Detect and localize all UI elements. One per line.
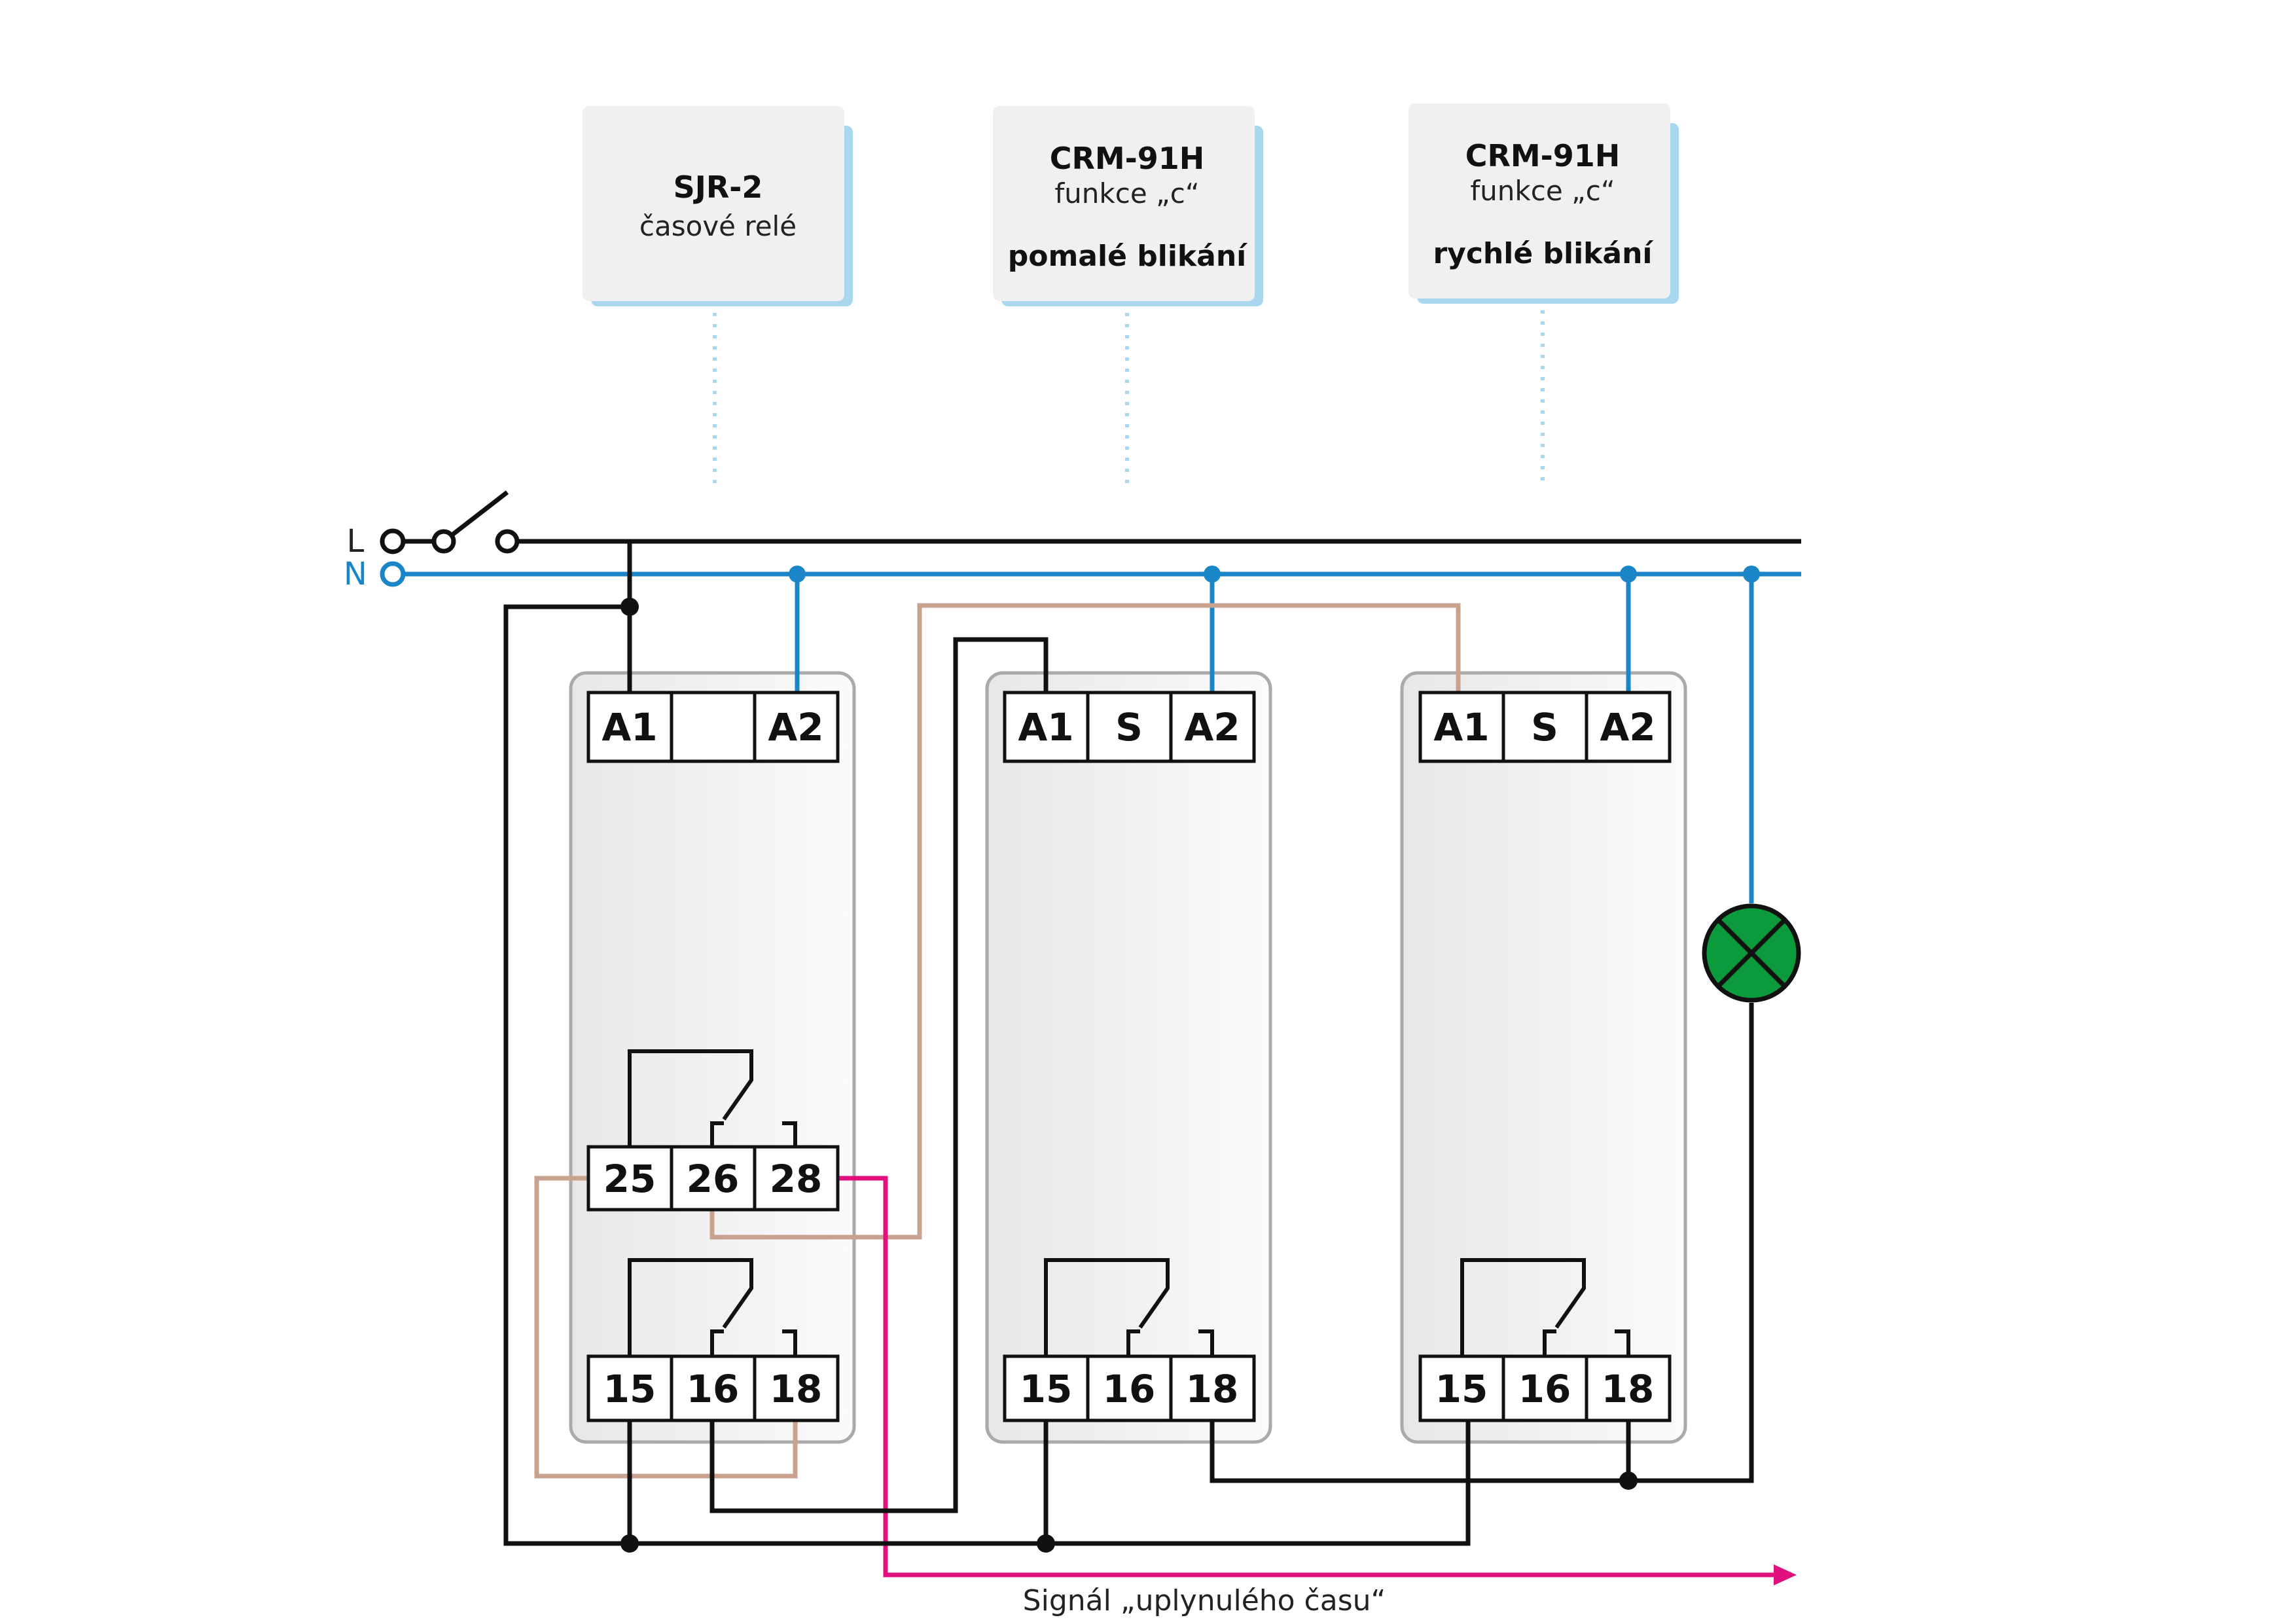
r2-top-label-3: A2 [1184, 705, 1240, 749]
r1-bot-label-3: 18 [770, 1367, 823, 1411]
relay2-terminals-bot [1003, 1354, 1256, 1422]
relay3-contact-15 [1460, 1258, 1630, 1356]
relay1-terminals-bot [586, 1354, 840, 1422]
neutral-terminal [380, 561, 406, 587]
r2-bot-label-3: 18 [1186, 1367, 1239, 1411]
r1-top-label-1: A1 [601, 705, 657, 749]
r2-top-label-2: S [1115, 705, 1143, 749]
r1-bot-label-1: 15 [603, 1367, 656, 1411]
r3-bot-label-3: 18 [1602, 1367, 1655, 1411]
r1-mid-label-2: 26 [687, 1157, 740, 1201]
r3-bot-label-1: 15 [1435, 1367, 1488, 1411]
phase-wiring [404, 490, 1801, 1546]
relay2-function: funkce „c“ [1054, 177, 1199, 209]
phase-junctions [620, 598, 1638, 1553]
relay1-terminal-a2 [753, 691, 840, 763]
phase-label: L [347, 523, 365, 560]
relay3-title: CRM-91H [1465, 138, 1621, 173]
relay2-title: CRM-91H [1050, 141, 1205, 176]
callout-relay2: CRM-91H funkce „c“ pomalé blikání [993, 106, 1263, 306]
signal-wiring [838, 1176, 1797, 1585]
relay1-terminal-blank [670, 691, 757, 763]
callout-relay1: SJR-2 časové relé [583, 106, 853, 306]
relay3-function: funkce „c“ [1470, 175, 1615, 207]
neutral-label: N [344, 556, 367, 592]
callout-relay3: CRM-91H funkce „c“ rychlé blikání [1408, 103, 1679, 304]
relay2-contact-15 [1044, 1258, 1214, 1356]
r3-top-label-3: A2 [1600, 705, 1655, 749]
neutral-junctions [789, 566, 1760, 583]
switch-contact-right [495, 529, 520, 554]
relay1-contact-25 [628, 1049, 797, 1147]
relay2-terminals-top [1003, 691, 1256, 763]
relay1-body [569, 671, 856, 1444]
relay1-subtitle: časové relé [639, 210, 797, 242]
relay3-terminals-top [1418, 691, 1672, 763]
r2-bot-label-2: 16 [1103, 1367, 1156, 1411]
signal-label: Signál „uplynulého času“ [1023, 1584, 1386, 1617]
control-wiring [534, 603, 1461, 1479]
switch-contact-left [431, 529, 456, 554]
r1-top-label-3: A2 [768, 705, 823, 749]
relay1-terminals-top [586, 691, 840, 763]
r2-top-label-1: A1 [1018, 705, 1073, 749]
relay2-mode: pomalé blikání [1008, 240, 1248, 273]
r3-top-label-2: S [1531, 705, 1558, 749]
relay3-terminals-bot [1418, 1354, 1672, 1422]
phase-terminal [380, 528, 406, 554]
r3-top-label-1: A1 [1433, 705, 1489, 749]
relay3-body [1400, 671, 1687, 1444]
r2-bot-label-1: 15 [1020, 1367, 1073, 1411]
leader-lines [713, 310, 1545, 484]
r1-mid-label-3: 28 [770, 1157, 823, 1201]
relay2-body [985, 671, 1272, 1444]
neutral-wiring [404, 571, 1801, 903]
r1-mid-label-1: 25 [603, 1157, 656, 1201]
signal-arrow [1774, 1564, 1797, 1585]
relay1-contact-15 [628, 1258, 797, 1356]
relay3-mode: rychlé blikání [1433, 237, 1654, 270]
relay1-terminals-mid [586, 1145, 840, 1212]
r3-bot-label-2: 16 [1518, 1367, 1571, 1411]
relay1-title: SJR-2 [673, 170, 763, 205]
r1-bot-label-2: 16 [687, 1367, 740, 1411]
lamp-icon [1702, 903, 1801, 1003]
